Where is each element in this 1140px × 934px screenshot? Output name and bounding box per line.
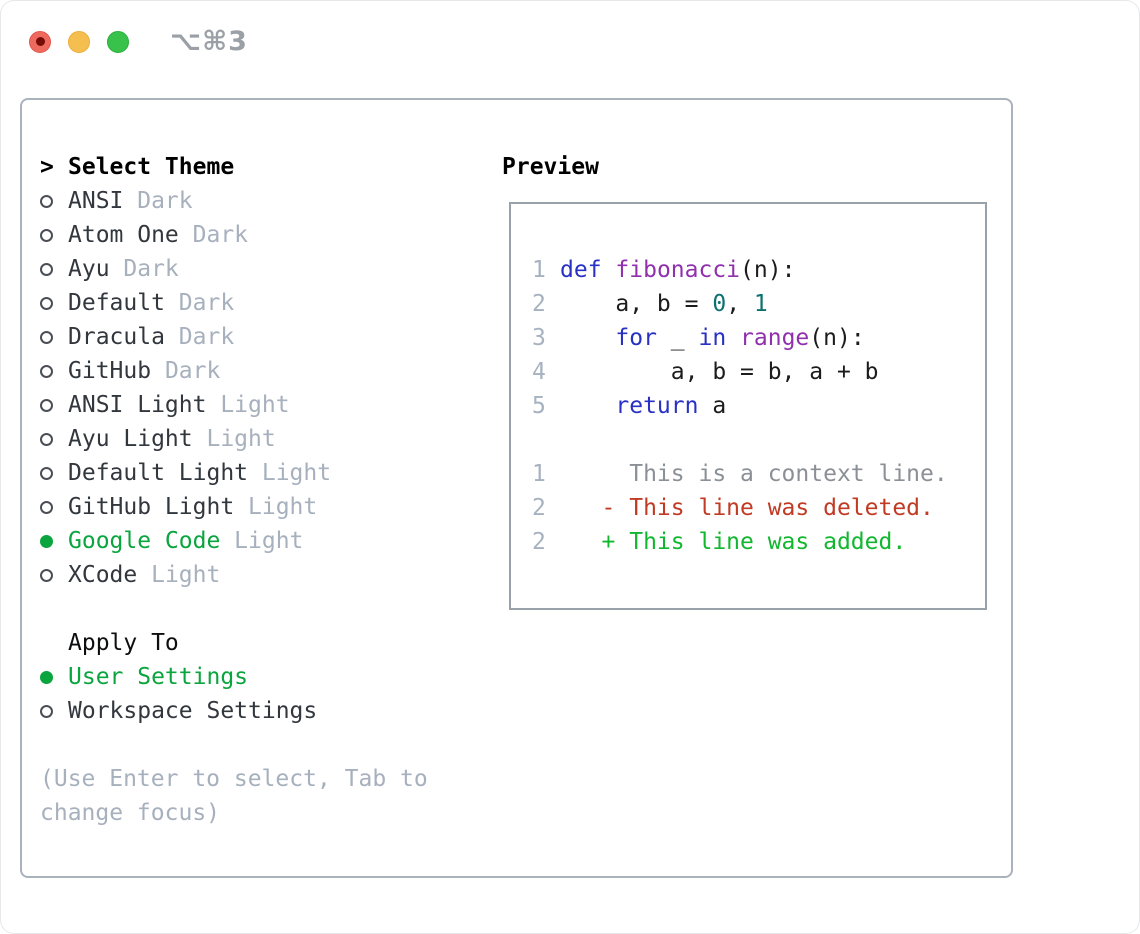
theme-option-dracula[interactable]: Dracula Dark xyxy=(40,320,502,354)
apply-option-user-settings[interactable]: User Settings xyxy=(40,660,502,694)
option-label: XCode xyxy=(68,562,138,588)
radio-selected-icon xyxy=(40,670,53,684)
theme-option-atom-one[interactable]: Atom One Dark xyxy=(40,218,502,252)
option-label: Default Light xyxy=(68,460,249,486)
theme-variant-label: Light xyxy=(261,460,332,486)
option-label: ANSI xyxy=(68,188,124,214)
theme-variant-label: Dark xyxy=(164,358,221,384)
radio-unselected-icon xyxy=(40,330,53,344)
line-number: 2 xyxy=(532,495,546,521)
option-label: Dracula xyxy=(68,324,165,350)
select-theme-title: Select Theme xyxy=(68,154,235,180)
theme-variant-label: Light xyxy=(220,392,290,418)
radio-unselected-icon xyxy=(40,500,53,514)
radio-unselected-icon xyxy=(40,194,53,208)
code-line: 3 for _ in range(n): xyxy=(532,321,985,355)
apply-option-workspace-settings[interactable]: Workspace Settings xyxy=(40,694,502,728)
option-label: Google Code xyxy=(68,528,221,554)
zoom-button[interactable] xyxy=(107,30,129,53)
line-number: 1 xyxy=(532,461,546,487)
minimize-button[interactable] xyxy=(68,30,90,53)
theme-option-ayu[interactable]: Ayu Dark xyxy=(40,252,502,286)
theme-variant-label: Light xyxy=(206,426,276,452)
theme-variant-label: Dark xyxy=(123,256,179,282)
select-theme-header: > Select Theme xyxy=(40,150,502,184)
code-line: 2 + This line was added. xyxy=(532,525,985,559)
option-label: Ayu Light xyxy=(68,426,193,452)
radio-unselected-icon xyxy=(40,364,53,378)
theme-variant-label: Dark xyxy=(137,188,193,214)
line-number: 3 xyxy=(532,325,546,351)
preview-title: Preview xyxy=(502,154,599,180)
radio-unselected-icon xyxy=(40,704,53,718)
theme-variant-label: Light xyxy=(248,494,318,520)
code-line: 1 This is a context line. xyxy=(532,457,985,491)
theme-variant-label: Dark xyxy=(178,290,235,316)
radio-unselected-icon xyxy=(40,228,53,242)
theme-option-default-light[interactable]: Default Light Light xyxy=(40,456,502,490)
radio-unselected-icon xyxy=(40,432,53,446)
theme-variant-label: Dark xyxy=(178,324,235,350)
theme-option-github-light[interactable]: GitHub Light Light xyxy=(40,490,502,524)
radio-unselected-icon xyxy=(40,466,53,480)
option-label: Default xyxy=(68,290,165,316)
option-label: ANSI Light xyxy=(68,392,207,418)
theme-option-ayu-light[interactable]: Ayu Light Light xyxy=(40,422,502,456)
radio-unselected-icon xyxy=(40,296,53,310)
radio-selected-icon xyxy=(40,534,53,548)
line-number: 4 xyxy=(532,359,546,385)
code-line xyxy=(532,423,985,457)
theme-variant-label: Dark xyxy=(192,222,249,248)
code-line: 4 a, b = b, a + b xyxy=(532,355,985,389)
focus-caret-icon: > xyxy=(40,154,54,180)
line-number: 2 xyxy=(532,529,546,555)
option-label: GitHub xyxy=(68,358,152,384)
radio-unselected-icon xyxy=(40,398,53,412)
theme-option-github[interactable]: GitHub Dark xyxy=(40,354,502,388)
theme-variant-label: Light xyxy=(234,528,304,554)
theme-option-ansi-light[interactable]: ANSI Light Light xyxy=(40,388,502,422)
titlebar: ⌥⌘3 xyxy=(29,26,248,57)
theme-option-xcode[interactable]: XCode Light xyxy=(40,558,502,592)
theme-variant-label: Light xyxy=(151,562,221,588)
line-number: 2 xyxy=(532,291,546,317)
keyboard-hint: (Use Enter to select, Tab to change focu… xyxy=(40,766,428,826)
close-button[interactable] xyxy=(29,30,51,53)
option-label: Ayu xyxy=(68,256,110,282)
theme-option-default[interactable]: Default Dark xyxy=(40,286,502,320)
option-label: Workspace Settings xyxy=(68,698,318,724)
theme-option-google-code[interactable]: Google Code Light xyxy=(40,524,502,558)
apply-to-header: Apply To xyxy=(68,630,179,656)
line-number: 1 xyxy=(532,257,546,283)
close-dot-icon xyxy=(35,37,45,46)
radio-unselected-icon xyxy=(40,568,53,582)
option-label: GitHub Light xyxy=(68,494,235,520)
option-label: User Settings xyxy=(68,664,249,690)
radio-unselected-icon xyxy=(40,262,53,276)
theme-option-ansi[interactable]: ANSI Dark xyxy=(40,184,502,218)
code-line: 2 - This line was deleted. xyxy=(532,491,985,525)
code-line: 5 return a xyxy=(532,389,985,423)
line-number xyxy=(532,423,560,457)
code-line: 2 a, b = 0, 1 xyxy=(532,287,985,321)
window-title: ⌥⌘3 xyxy=(170,26,248,57)
option-label: Atom One xyxy=(68,222,179,248)
line-number: 5 xyxy=(532,393,546,419)
